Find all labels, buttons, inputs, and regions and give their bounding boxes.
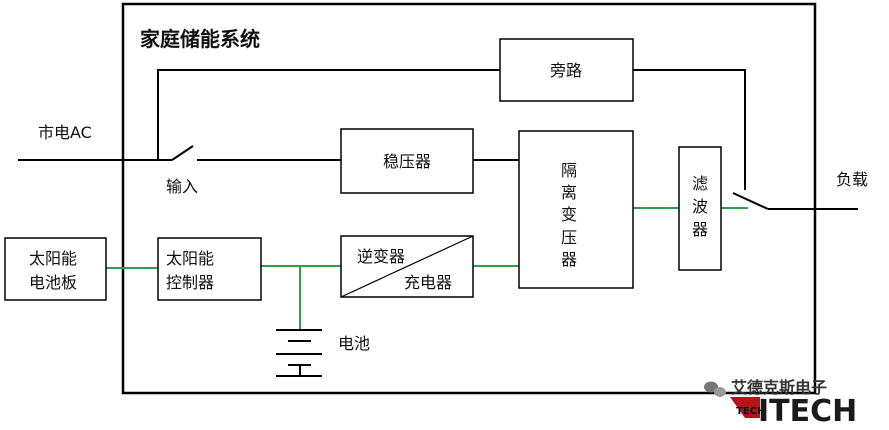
- output-switch-blade: [732, 192, 769, 210]
- itech-logo: ITECH: [758, 394, 857, 426]
- inverter-label: 逆变器: [357, 247, 405, 266]
- dc-wiring: [106, 207, 748, 330]
- solar-controller-line-2: 控制器: [166, 273, 214, 292]
- isolation-transformer-block: 隔 离 变 压 器: [518, 130, 634, 289]
- input-switch-blade: [171, 145, 194, 161]
- solar-panel-line-2: 电池板: [29, 273, 77, 292]
- solar-panel-block: 太阳能 电池板: [4, 237, 107, 301]
- inverter-charger-block: 逆变器 充电器: [340, 235, 474, 298]
- bypass-left-line: [157, 69, 500, 160]
- load-label: 负载: [836, 170, 868, 189]
- bypass-label: 旁路: [550, 61, 582, 80]
- isolation-char-5: 器: [561, 250, 577, 269]
- itech-logo-small: TECH: [736, 406, 765, 417]
- wechat-icon: [704, 381, 726, 397]
- battery-symbol: [276, 329, 322, 377]
- solar-controller-line-1: 太阳能: [166, 249, 214, 268]
- solar-controller-block: 太阳能 控制器: [157, 237, 262, 301]
- system-boundary: [121, 2, 817, 395]
- inverter-divider: [340, 235, 474, 298]
- battery-label: 电池: [338, 334, 370, 353]
- watermark: 艾德克斯电子 TECH ITECH: [704, 378, 857, 429]
- itech-logo-mark: [730, 397, 760, 418]
- watermark-text: 艾德克斯电子: [731, 378, 827, 397]
- isolation-char-1: 隔: [561, 161, 577, 180]
- diagram-title: 家庭储能系统: [140, 27, 260, 51]
- isolation-char-3: 变: [561, 205, 577, 224]
- isolation-char-2: 离: [561, 183, 577, 202]
- filter-char-3: 器: [692, 220, 708, 239]
- isolation-char-4: 压: [561, 228, 577, 247]
- ac-wiring: [18, 69, 858, 210]
- regulator-block: 稳压器: [340, 128, 474, 194]
- bypass-block: 旁路: [499, 38, 634, 102]
- regulator-label: 稳压器: [383, 152, 431, 171]
- grid-input-label: 市电AC: [38, 123, 92, 142]
- filter-block: 滤 波 器: [678, 146, 722, 271]
- filter-char-1: 滤: [692, 174, 708, 193]
- solar-panel-line-1: 太阳能: [29, 249, 77, 268]
- bypass-right-line: [633, 69, 746, 190]
- input-switch-label: 输入: [166, 177, 198, 196]
- filter-char-2: 波: [692, 197, 708, 216]
- charger-label: 充电器: [404, 273, 452, 292]
